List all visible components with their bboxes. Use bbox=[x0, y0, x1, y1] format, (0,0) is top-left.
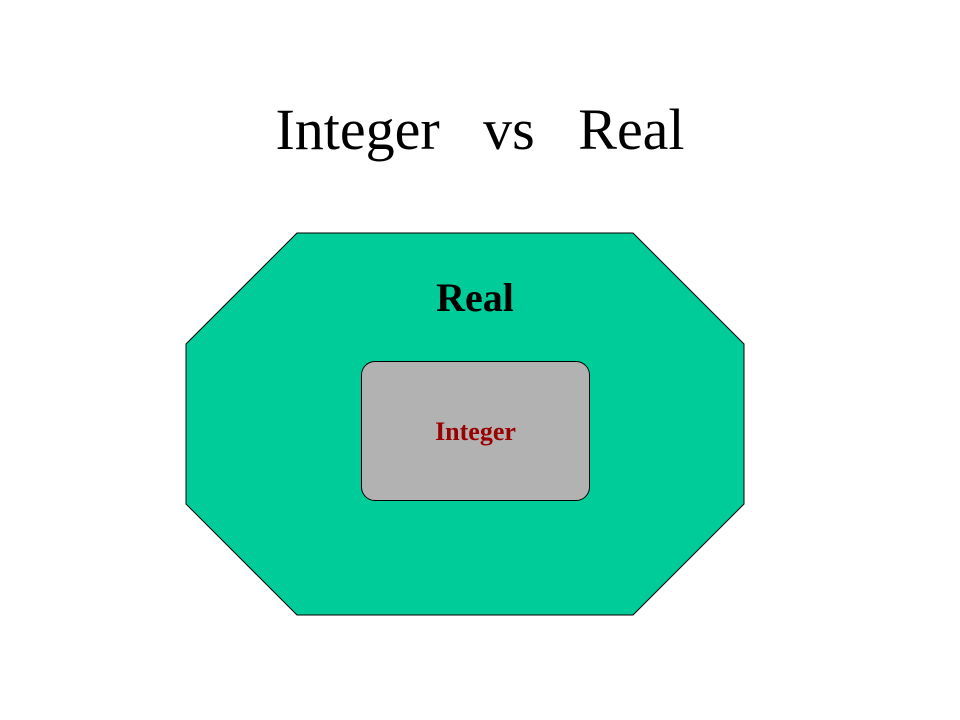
integer-set-label: Integer bbox=[435, 417, 516, 446]
slide-title: Integer vs Real bbox=[275, 97, 685, 162]
real-set-label: Real bbox=[436, 275, 514, 320]
integer-set-box bbox=[361, 361, 590, 501]
